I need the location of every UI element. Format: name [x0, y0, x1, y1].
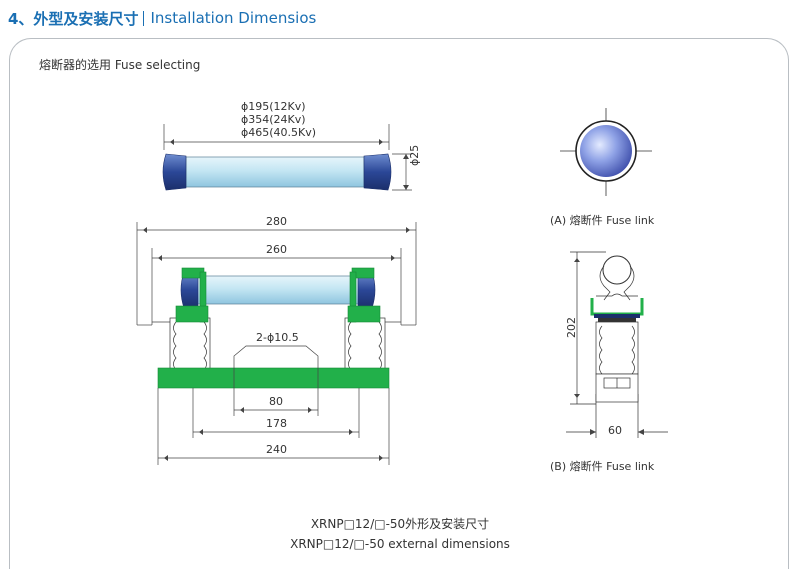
mount-dimension-lines: [136, 222, 417, 326]
top-fuse-cap-left: [162, 153, 187, 191]
top-fuse-cap-right: [363, 153, 392, 191]
top-fuse-view: [163, 124, 412, 191]
contact-clip-left: [175, 267, 209, 323]
dim-phi465: ϕ465(40.5Kv): [241, 126, 317, 139]
contact-clip-right: [347, 267, 381, 323]
dim-240: 240: [266, 443, 287, 456]
dim-holes: 2-ϕ10.5: [256, 331, 299, 344]
dim-60: 60: [608, 424, 622, 437]
header-title-cn: 4、外型及安装尺寸: [8, 9, 139, 28]
base-plate: [157, 367, 390, 389]
dim-phi195: ϕ195(12Kv): [241, 100, 306, 113]
end-view-b: [566, 251, 668, 438]
caption-cn: XRNP□12/□-50外形及安装尺寸: [310, 517, 490, 531]
dim-phi354: ϕ354(24Kv): [241, 113, 306, 126]
dim-80: 80: [269, 395, 283, 408]
dim-260: 260: [266, 243, 287, 256]
caption-en: XRNP□12/□-50 external dimensions: [290, 537, 510, 551]
insulator-left: [169, 317, 211, 371]
mount-fuse-tube: [195, 275, 363, 305]
view-a-label: (A) 熔断件 Fuse link: [550, 214, 655, 227]
dim-178: 178: [266, 417, 287, 430]
top-fuse-tube: [185, 156, 365, 188]
insulator-right: [344, 317, 386, 371]
base-dimension-lines: [157, 345, 390, 465]
header-divider: [143, 10, 145, 26]
dim-phi25: ϕ25: [408, 144, 421, 166]
page-header: 4、外型及安装尺寸 Installation Dimensios: [8, 6, 316, 30]
header-title-en: Installation Dimensios: [150, 9, 317, 27]
fuse-end-disc: [580, 125, 632, 177]
end-view-a: [560, 108, 652, 196]
view-b-label: (B) 熔断件 Fuse link: [550, 460, 655, 473]
dim-202: 202: [565, 317, 578, 338]
end-view-b-clip: [590, 298, 644, 322]
dim-280: 280: [266, 215, 287, 228]
section-subtitle: 熔断器的选用 Fuse selecting: [39, 58, 201, 72]
content-panel: [9, 38, 789, 569]
